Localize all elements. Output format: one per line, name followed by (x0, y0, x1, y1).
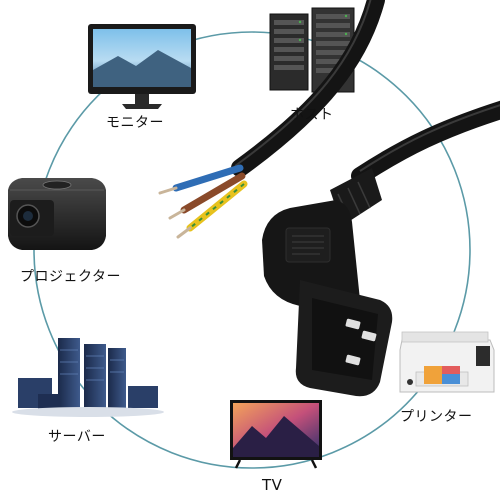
label-monitor: モニター (106, 115, 164, 131)
power-cable (231, 0, 500, 185)
tv-icon (230, 400, 322, 469)
monitor-icon (88, 24, 196, 109)
projector-icon (8, 178, 106, 250)
printer-icon (399, 331, 495, 393)
label-printer: プリンター (400, 409, 473, 425)
label-tv: TV (262, 476, 283, 494)
server-cluster-icon (12, 338, 164, 417)
label-server: サーバー (48, 429, 106, 445)
stripped-wires (158, 164, 248, 239)
angled-iec-c13-connector (262, 168, 393, 397)
label-projector: プロジェクター (20, 269, 121, 285)
label-host: ホスト (290, 107, 334, 123)
